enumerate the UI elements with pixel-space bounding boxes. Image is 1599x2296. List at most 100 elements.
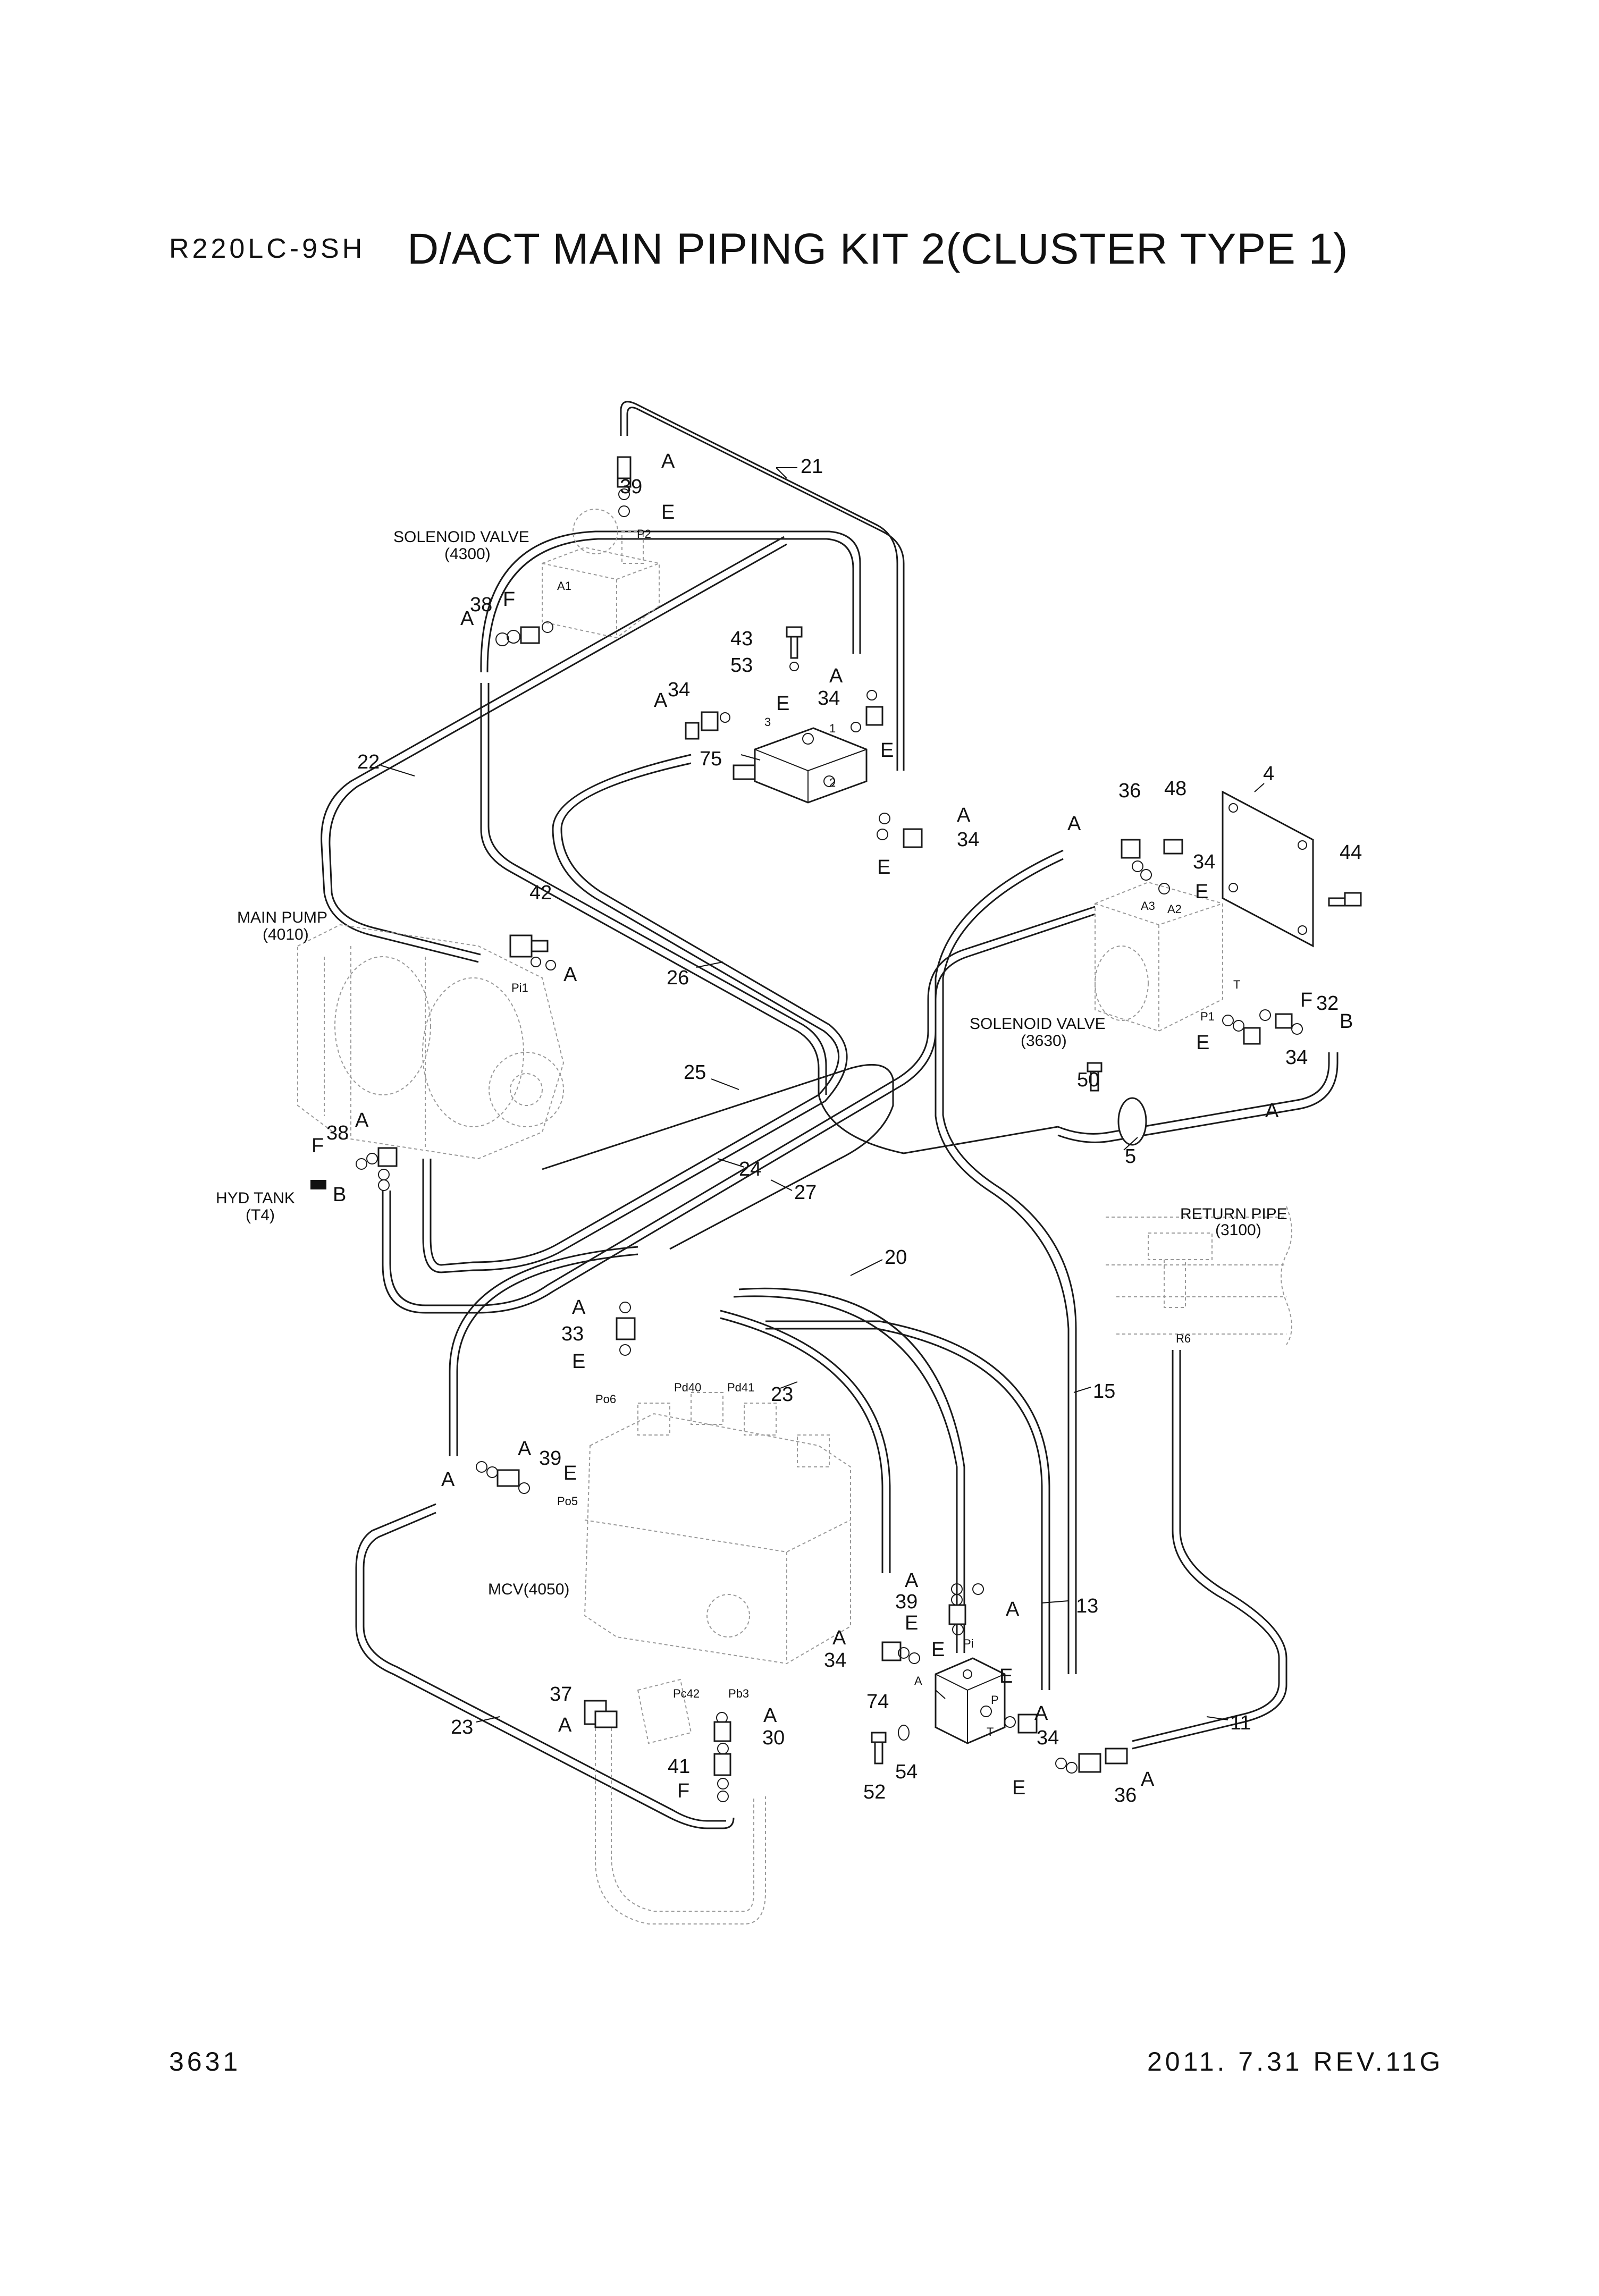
callout-30: 30 [762, 1727, 785, 1749]
part-number-callouts: 21 22 26 25 24 27 20 15 13 11 23 23 5 4 … [326, 455, 1362, 1807]
callout-39-74: 39 [895, 1591, 918, 1613]
callout-27: 27 [794, 1181, 817, 1204]
letter-e: E [877, 856, 890, 879]
clamp-5 [1117, 1097, 1147, 1146]
page-title: D/ACT MAIN PIPING KIT 2(CLUSTER TYPE 1) [407, 225, 1349, 273]
sv3630-label-2: (3630) [1021, 1032, 1067, 1050]
mcv-drawing [584, 1392, 851, 1744]
letter-a: A [1265, 1100, 1279, 1122]
callout-34-74left: 34 [824, 1649, 846, 1672]
port-pd40: Pd40 [674, 1381, 701, 1394]
callout-38-sv4300: 38 [470, 594, 492, 616]
revision-date: 2011. 7.31 REV.11G [1147, 2047, 1444, 2076]
hose-23-upper [720, 1317, 883, 1573]
callout-34-right75: 34 [818, 687, 840, 710]
letter-a: A [558, 1714, 572, 1736]
callout-39-top: 39 [620, 476, 642, 498]
letter-e: E [776, 693, 789, 715]
callout-75: 75 [700, 748, 722, 770]
return-pipe-drawing [1106, 1206, 1292, 1345]
letter-b: B [333, 1184, 346, 1206]
callout-34-sv: 34 [1193, 851, 1215, 873]
port-pc42: Pc42 [673, 1687, 700, 1700]
hose-5 [1057, 1052, 1330, 1135]
port-pd41: Pd41 [727, 1381, 754, 1394]
callout-38-tank: 38 [326, 1122, 349, 1144]
port-a3: A3 [1141, 899, 1155, 913]
hose-20 [733, 1295, 958, 1653]
lower-return-loop-ghost [595, 1722, 766, 1924]
callout-48: 48 [1164, 778, 1186, 800]
letter-a: A [957, 804, 971, 826]
return-pipe-label-1: RETURN PIPE [1180, 1205, 1287, 1223]
main-pump-label-1: MAIN PUMP [237, 909, 327, 926]
callout-39-mcv: 39 [539, 1447, 561, 1470]
callout-23-upper: 23 [771, 1383, 793, 1406]
letter-a: A [763, 1704, 777, 1727]
plate-part-4 [1222, 790, 1314, 948]
hyd-tank-label-1: HYD TANK [216, 1189, 295, 1207]
port-po6: Po6 [595, 1392, 616, 1406]
letter-e: E [563, 1462, 577, 1484]
letter-a: A [832, 1627, 846, 1649]
hose-15 [935, 849, 1070, 1674]
callout-41: 41 [668, 1755, 690, 1778]
hose-25 [430, 754, 840, 1266]
callout-22: 22 [357, 751, 380, 773]
callout-20: 20 [885, 1246, 907, 1269]
port-t: T [1233, 978, 1240, 991]
letter-a: A [661, 450, 675, 472]
letter-a: A [441, 1468, 455, 1491]
port-a1: A1 [557, 579, 571, 593]
hoses [321, 401, 1339, 1829]
callout-4: 4 [1263, 763, 1274, 785]
letter-a: A [654, 689, 668, 712]
callout-33: 33 [561, 1323, 584, 1345]
letter-b: B [1340, 1010, 1353, 1033]
callout-74: 74 [866, 1691, 889, 1713]
callout-53: 53 [730, 654, 753, 677]
callout-37: 37 [550, 1683, 572, 1706]
component-labels: SOLENOID VALVE (4300) MAIN PUMP (4010) S… [216, 528, 1287, 1598]
port-pi1: Pi1 [511, 981, 528, 994]
callout-34-sv-lower: 34 [1285, 1046, 1308, 1069]
callout-26: 26 [667, 967, 689, 989]
hose-22 [480, 530, 861, 673]
callout-34-74right: 34 [1037, 1727, 1059, 1749]
callout-50: 50 [1077, 1069, 1099, 1091]
port-pb3: Pb3 [728, 1687, 749, 1700]
model-code: R220LC-9SH [169, 233, 366, 264]
callout-23-lower: 23 [451, 1716, 473, 1738]
port-p: P [991, 1693, 999, 1707]
letter-a: A [572, 1296, 586, 1319]
callout-21: 21 [801, 455, 823, 478]
port-t-74: T [987, 1725, 994, 1738]
port-a2: A2 [1167, 902, 1182, 916]
solenoid-valve-4300-drawing [542, 509, 660, 639]
port-2: 2 [829, 776, 836, 789]
callout-5: 5 [1125, 1145, 1136, 1168]
manifold-block-75 [733, 727, 868, 804]
letter-a: A [1006, 1598, 1020, 1620]
hose-24 [382, 913, 1096, 1314]
letter-a: A [460, 607, 474, 630]
port-labels: P2 A1 1 2 3 Pi1 A3 A2 T P1 R6 Pd40 Pd41 … [511, 527, 1240, 1738]
letter-e: E [1195, 881, 1208, 903]
hose-26 [480, 683, 820, 1095]
mcv-label: MCV(4050) [488, 1581, 569, 1598]
sv4300-label-2: (4300) [444, 545, 491, 563]
port-p1: P1 [1200, 1010, 1215, 1023]
letter-e: E [1012, 1777, 1025, 1799]
letter-e: E [931, 1639, 945, 1661]
letter-a: A [355, 1109, 369, 1132]
callout-13: 13 [1076, 1595, 1098, 1617]
letter-a: A [518, 1438, 532, 1460]
callout-52: 52 [863, 1781, 886, 1803]
letter-a: A [829, 665, 843, 687]
hyd-tank-label-2: (T4) [246, 1206, 275, 1224]
letter-a: A [1067, 813, 1081, 835]
letter-a: A [905, 1569, 919, 1592]
callout-15: 15 [1093, 1380, 1115, 1403]
hose-21 [626, 407, 905, 771]
